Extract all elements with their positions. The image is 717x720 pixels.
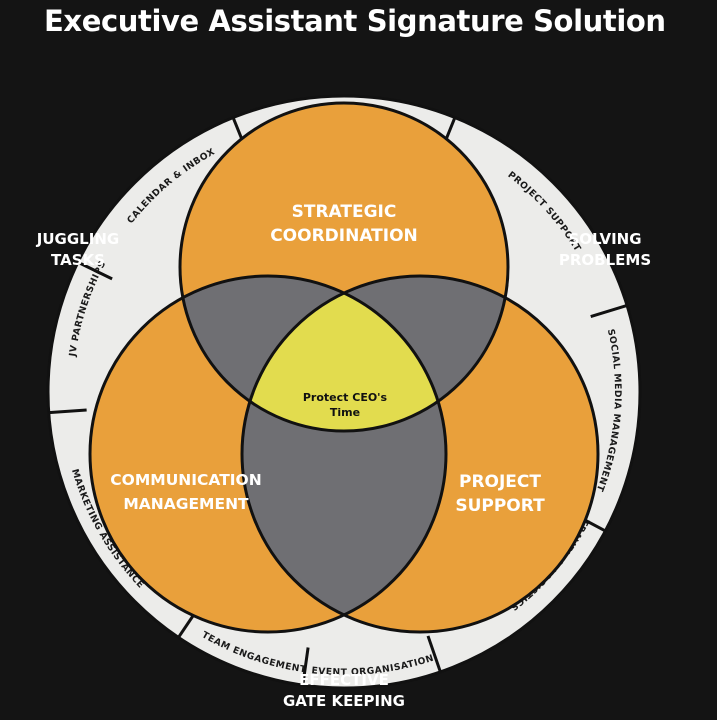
ring-divider [301, 647, 310, 686]
ring-divider [426, 635, 442, 673]
label-effective-gate-keeping: EFFECTIVE GATE KEEPING [282, 671, 405, 710]
ring-divider [77, 260, 113, 281]
label-juggling-tasks: JUGGLING TASKS [36, 230, 120, 269]
label-project-support: PROJECT SUPPORT [455, 472, 545, 516]
ring-divider [590, 304, 628, 319]
page-title: Executive Assistant Signature Solution [44, 4, 666, 38]
label-protect-ceos-time: Protect CEO's Time [302, 391, 388, 419]
label-communication-management: COMMUNICATION MANAGEMENT [110, 471, 262, 513]
label-solving-problems: SOLVING PROBLEMS [558, 230, 652, 269]
label-strategic-coordination: STRATEGIC COORDINATION [270, 202, 418, 246]
center-intersection [242, 276, 446, 431]
ring-divider [48, 408, 87, 415]
ring-dividers [48, 116, 628, 686]
